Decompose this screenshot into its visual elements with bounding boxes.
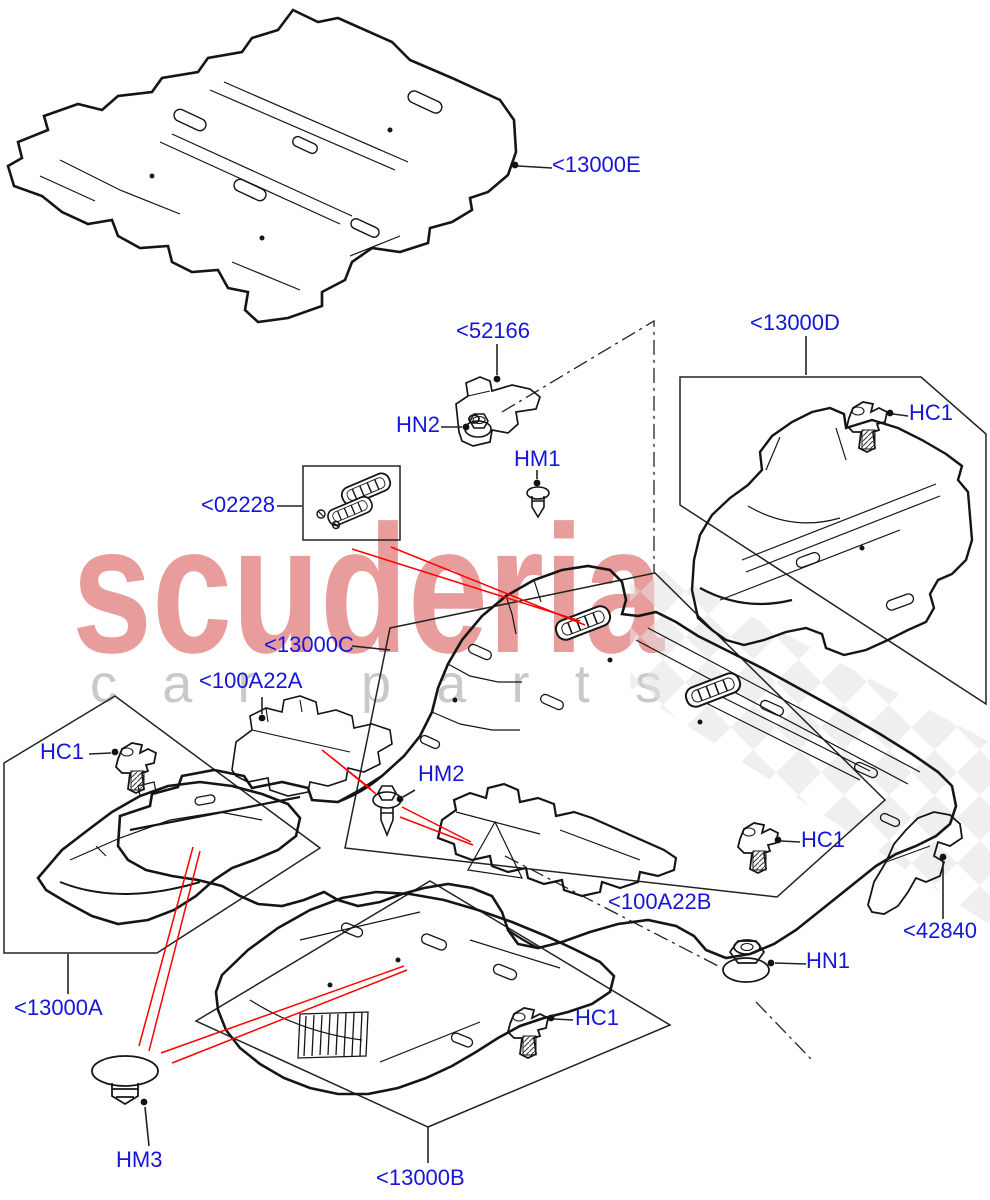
part-100a22b-drawing bbox=[436, 782, 678, 898]
part-02228-drawing bbox=[316, 469, 394, 530]
clip-hc1-left bbox=[115, 742, 157, 794]
fastener-label-hn1[interactable]: HN1 bbox=[806, 948, 851, 973]
leader-lines bbox=[67, 165, 944, 1163]
part-label-13000d[interactable]: <13000D bbox=[750, 310, 840, 335]
part-label-13000e[interactable]: <13000E bbox=[552, 152, 641, 177]
part-label-100a22b[interactable]: <100A22B bbox=[608, 889, 712, 914]
part-52166-drawing bbox=[455, 376, 541, 447]
box-13000c bbox=[344, 572, 887, 898]
fastener-label-hc1-right[interactable]: HC1 bbox=[801, 827, 846, 852]
part-13000b-drawing bbox=[214, 890, 616, 1096]
part-label-13000a[interactable]: <13000A bbox=[14, 995, 103, 1020]
pin-hm3-drawing bbox=[91, 1055, 159, 1106]
pin-hm2-drawing bbox=[372, 785, 402, 838]
nut-hn1-drawing bbox=[722, 939, 770, 983]
watermark-tagline: car parts bbox=[90, 654, 662, 714]
box-13000a bbox=[3, 695, 322, 954]
box-13000b bbox=[194, 880, 672, 1128]
fastener-label-hm2[interactable]: HM2 bbox=[418, 761, 465, 786]
part-label-13000c[interactable]: <13000C bbox=[264, 632, 354, 657]
pin-hm1-drawing bbox=[526, 486, 550, 519]
clip-hc1-bottom bbox=[507, 1007, 549, 1059]
assembly-centerlines bbox=[501, 319, 813, 1061]
part-label-02228[interactable]: <02228 bbox=[201, 492, 276, 517]
clip-hc1-mid-right bbox=[737, 822, 779, 874]
part-label-13000b[interactable]: <13000B bbox=[376, 1165, 465, 1190]
watermark: scuderia car parts bbox=[72, 487, 990, 925]
box-13000d bbox=[679, 376, 987, 706]
fastener-label-hc1-top[interactable]: HC1 bbox=[909, 400, 954, 425]
part-100a22a-drawing bbox=[231, 695, 393, 797]
part-13000d-drawing bbox=[690, 406, 974, 657]
part-label-42840[interactable]: <42840 bbox=[903, 918, 978, 943]
heel-pad-hatch bbox=[297, 1011, 369, 1059]
fastener-label-hc1-left[interactable]: HC1 bbox=[40, 739, 85, 764]
part-13000e-drawing bbox=[6, 8, 518, 324]
watermark-checker-band bbox=[630, 552, 990, 925]
fastener-label-hn2[interactable]: HN2 bbox=[396, 412, 441, 437]
watermark-brand: scuderia bbox=[72, 487, 665, 691]
red-callout-lines bbox=[138, 546, 586, 1064]
leader-dots bbox=[111, 161, 947, 1106]
part-42840-drawing bbox=[867, 811, 963, 915]
fastener-label-hm1[interactable]: HM1 bbox=[514, 446, 561, 471]
part-label-52166[interactable]: <52166 bbox=[456, 318, 531, 343]
box-02228 bbox=[302, 465, 401, 541]
fastener-label-hm3[interactable]: HM3 bbox=[116, 1147, 163, 1172]
fastener-label-hc1-bottom[interactable]: HC1 bbox=[575, 1005, 620, 1030]
part-label-100a22a[interactable]: <100A22A bbox=[199, 668, 303, 693]
group-boxes bbox=[3, 376, 987, 1128]
